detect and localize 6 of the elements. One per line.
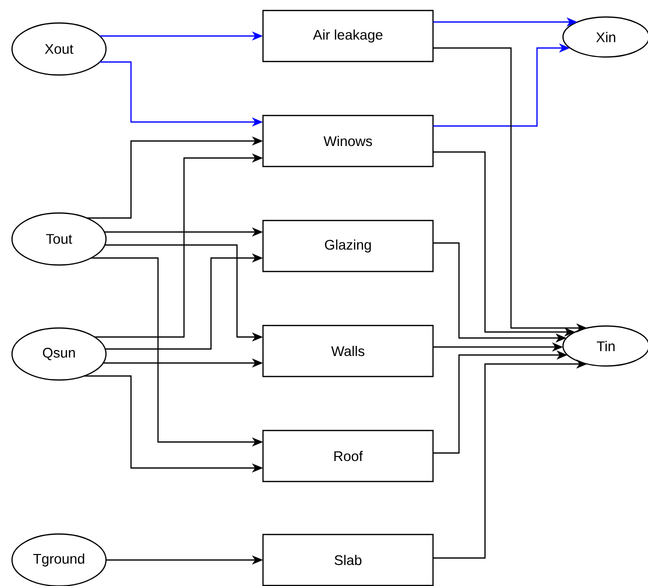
component-box: Walls [262,324,434,378]
component-box: Slab [262,534,434,586]
component-box: Winows [262,114,434,168]
component-box: Roof [262,430,434,482]
component-box: Air leakage [262,10,434,62]
component-box: Glazing [262,220,434,272]
